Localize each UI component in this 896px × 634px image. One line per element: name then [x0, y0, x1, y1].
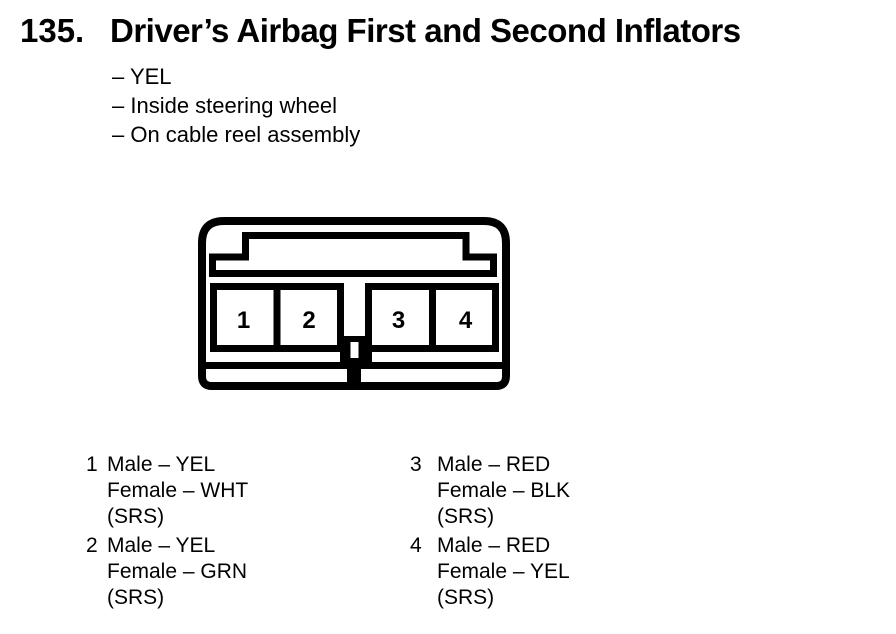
- srs-note: (SRS): [437, 586, 495, 609]
- detail-line-color: – YEL: [112, 64, 172, 89]
- srs-note: (SRS): [437, 505, 495, 528]
- connector-details: – YEL – Inside steering wheel – On cable…: [112, 62, 360, 149]
- male-wire-color: Male – RED: [437, 534, 551, 557]
- pin-2-label: 2: [302, 307, 315, 334]
- pin-1-label: 1: [237, 307, 250, 334]
- legend-entry-text: Male – RED Female – YEL (SRS): [437, 533, 570, 611]
- connector-key-slot: [209, 232, 497, 277]
- pin-legend-left-column: 1 Male – YEL Female – WHT (SRS) 2 Male –…: [86, 452, 248, 614]
- legend-entry-text: Male – YEL Female – WHT (SRS): [107, 452, 248, 530]
- legend-entry-pin-2: 2 Male – YEL Female – GRN (SRS): [86, 533, 248, 611]
- pin-3-label: 3: [392, 307, 405, 334]
- detail-line-mounting: – On cable reel assembly: [112, 122, 361, 147]
- legend-pin-number: 2: [86, 534, 98, 557]
- legend-pin-number: 3: [410, 453, 422, 476]
- female-wire-color: Female – BLK: [437, 479, 571, 502]
- female-wire-color: Female – GRN: [107, 560, 248, 583]
- center-latch-slot: [350, 342, 359, 358]
- srs-note: (SRS): [107, 505, 165, 528]
- male-wire-color: Male – YEL: [107, 453, 216, 476]
- connector-outline: [198, 217, 510, 390]
- male-wire-color: Male – RED: [437, 453, 551, 476]
- item-number: 135.: [20, 12, 85, 49]
- legend-pin-number: 4: [410, 534, 422, 557]
- detail-line-location: – Inside steering wheel: [112, 93, 338, 118]
- legend-pin-number: 1: [86, 453, 98, 476]
- srs-note: (SRS): [107, 586, 165, 609]
- legend-entry-pin-4: 4 Male – RED Female – YEL (SRS): [410, 533, 570, 611]
- pin-legend-right-column: 3 Male – RED Female – BLK (SRS) 4 Male –…: [410, 452, 570, 614]
- male-wire-color: Male – YEL: [107, 534, 216, 557]
- legend-entry-text: Male – RED Female – BLK (SRS): [437, 452, 570, 530]
- legend-entry-text: Male – YEL Female – GRN (SRS): [107, 533, 247, 611]
- legend-entry-pin-1: 1 Male – YEL Female – WHT (SRS): [86, 452, 248, 530]
- female-wire-color: Female – YEL: [437, 560, 570, 583]
- page-title: Driver’s Airbag First and Second Inflato…: [110, 12, 741, 49]
- pin-4-label: 4: [459, 307, 473, 334]
- legend-entry-pin-3: 3 Male – RED Female – BLK (SRS): [410, 452, 570, 530]
- center-divider: [347, 360, 361, 386]
- female-wire-color: Female – WHT: [107, 479, 249, 502]
